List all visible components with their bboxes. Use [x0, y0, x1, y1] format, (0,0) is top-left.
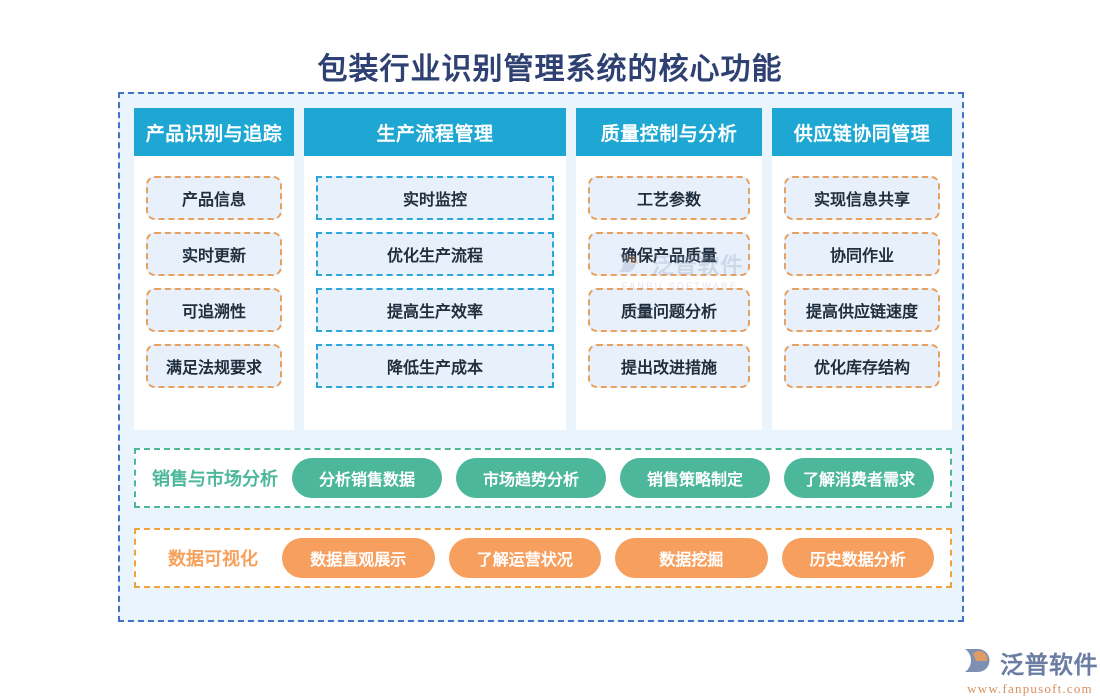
- feature-columns: 产品识别与追踪 产品信息 实时更新 可追溯性 满足法规要求 生产流程管理 实时监…: [134, 108, 952, 430]
- row-label: 数据可视化: [168, 549, 258, 569]
- logo-row: 泛普软件: [962, 645, 1098, 680]
- logo-url: www.fanpusoft.com: [967, 681, 1093, 696]
- feature-item[interactable]: 工艺参数: [588, 176, 750, 220]
- pill-item[interactable]: 销售策略制定: [620, 458, 770, 498]
- feature-item[interactable]: 确保产品质量: [588, 232, 750, 276]
- feature-item[interactable]: 产品信息: [146, 176, 282, 220]
- feature-item[interactable]: 实时更新: [146, 232, 282, 276]
- feature-column-production-process: 生产流程管理 实时监控 优化生产流程 提高生产效率 降低生产成本: [304, 108, 566, 430]
- feature-column-quality-control: 质量控制与分析 工艺参数 确保产品质量 质量问题分析 提出改进措施: [576, 108, 762, 430]
- row-label: 销售与市场分析: [152, 469, 278, 489]
- pill-item[interactable]: 了解运营状况: [448, 538, 601, 578]
- data-visualization-row: 数据可视化 数据直观展示 了解运营状况 数据挖掘 历史数据分析: [134, 528, 952, 588]
- feature-item[interactable]: 降低生产成本: [316, 344, 554, 388]
- column-header: 质量控制与分析: [576, 108, 762, 156]
- pill-item[interactable]: 了解消费者需求: [784, 458, 934, 498]
- pill-item[interactable]: 市场趋势分析: [456, 458, 606, 498]
- main-diagram-container: 产品识别与追踪 产品信息 实时更新 可追溯性 满足法规要求 生产流程管理 实时监…: [118, 92, 964, 622]
- feature-item[interactable]: 实时监控: [316, 176, 554, 220]
- page-title: 包装行业识别管理系统的核心功能: [317, 53, 783, 86]
- column-items: 工艺参数 确保产品质量 质量问题分析 提出改进措施: [576, 156, 762, 388]
- pill-item[interactable]: 数据直观展示: [282, 538, 435, 578]
- feature-column-supply-chain: 供应链协同管理 实现信息共享 协同作业 提高供应链速度 优化库存结构: [772, 108, 952, 430]
- feature-item[interactable]: 协同作业: [784, 232, 940, 276]
- logo-brand: 泛普软件: [1000, 652, 1098, 679]
- feature-item[interactable]: 优化生产流程: [316, 232, 554, 276]
- footer-logo: 泛普软件 www.fanpusoft.com: [962, 645, 1098, 697]
- column-items: 产品信息 实时更新 可追溯性 满足法规要求: [134, 156, 294, 388]
- feature-item[interactable]: 可追溯性: [146, 288, 282, 332]
- feature-item[interactable]: 满足法规要求: [146, 344, 282, 388]
- feature-column-product-identification: 产品识别与追踪 产品信息 实时更新 可追溯性 满足法规要求: [134, 108, 294, 430]
- column-items: 实时监控 优化生产流程 提高生产效率 降低生产成本: [304, 156, 566, 388]
- column-header: 供应链协同管理: [772, 108, 952, 156]
- column-items: 实现信息共享 协同作业 提高供应链速度 优化库存结构: [772, 156, 952, 388]
- feature-item[interactable]: 优化库存结构: [784, 344, 940, 388]
- feature-item[interactable]: 实现信息共享: [784, 176, 940, 220]
- fanpu-logo-icon: [962, 646, 996, 679]
- feature-item[interactable]: 提高供应链速度: [784, 288, 940, 332]
- pill-item[interactable]: 历史数据分析: [781, 538, 934, 578]
- column-header: 产品识别与追踪: [134, 108, 294, 156]
- feature-item[interactable]: 提出改进措施: [588, 344, 750, 388]
- pill-item[interactable]: 分析销售数据: [292, 458, 442, 498]
- feature-item[interactable]: 提高生产效率: [316, 288, 554, 332]
- feature-item[interactable]: 质量问题分析: [588, 288, 750, 332]
- pill-item[interactable]: 数据挖掘: [615, 538, 768, 578]
- sales-market-analysis-row: 销售与市场分析 分析销售数据 市场趋势分析 销售策略制定 了解消费者需求: [134, 448, 952, 508]
- column-header: 生产流程管理: [304, 108, 566, 156]
